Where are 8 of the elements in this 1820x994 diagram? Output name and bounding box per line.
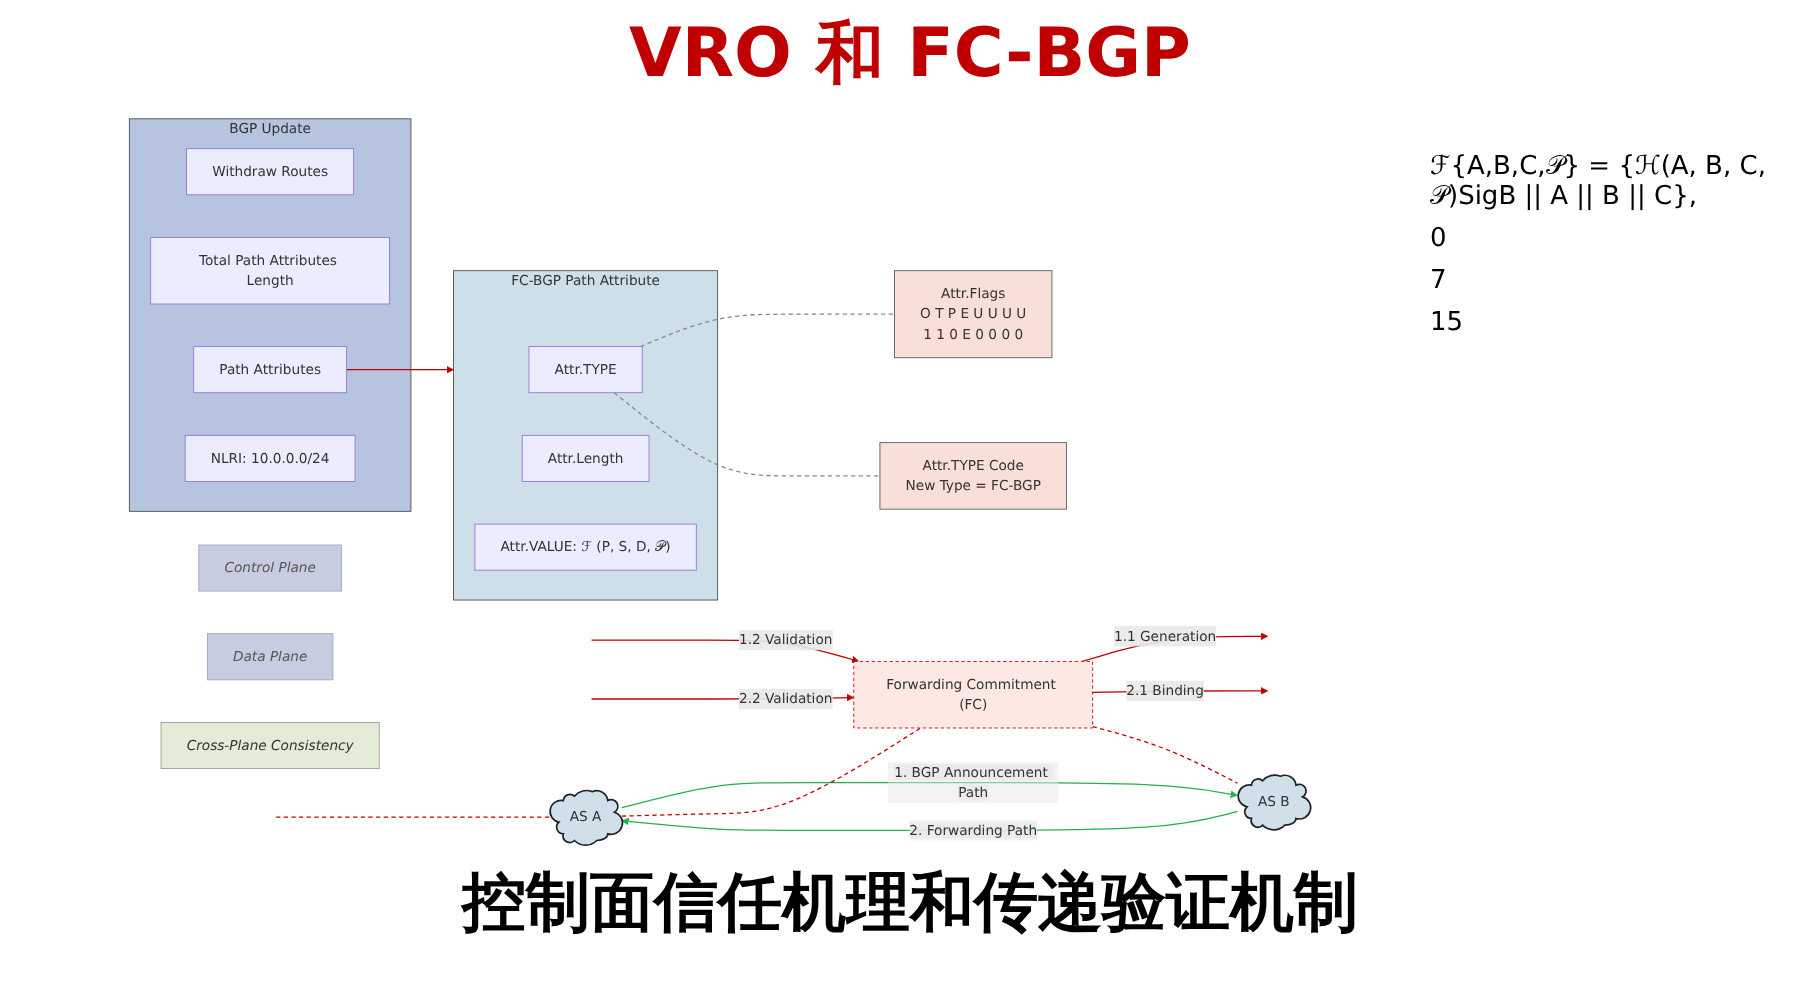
label-text: 0 xyxy=(1430,224,1449,254)
label-text: 7 xyxy=(1430,266,1449,296)
label-text: ℱ{A,B,C,𝒫} = {ℋ(A, B, C, 𝒫)SigB || A || B || C}, xyxy=(1430,152,1768,212)
arrow xyxy=(621,782,1238,809)
title: VRO 和 FC-BGP xyxy=(627,12,1193,98)
caption: 控制面信任机理和传递验证机制 xyxy=(458,862,1360,944)
label-text: 15 xyxy=(1430,308,1466,338)
arrow xyxy=(345,365,454,374)
